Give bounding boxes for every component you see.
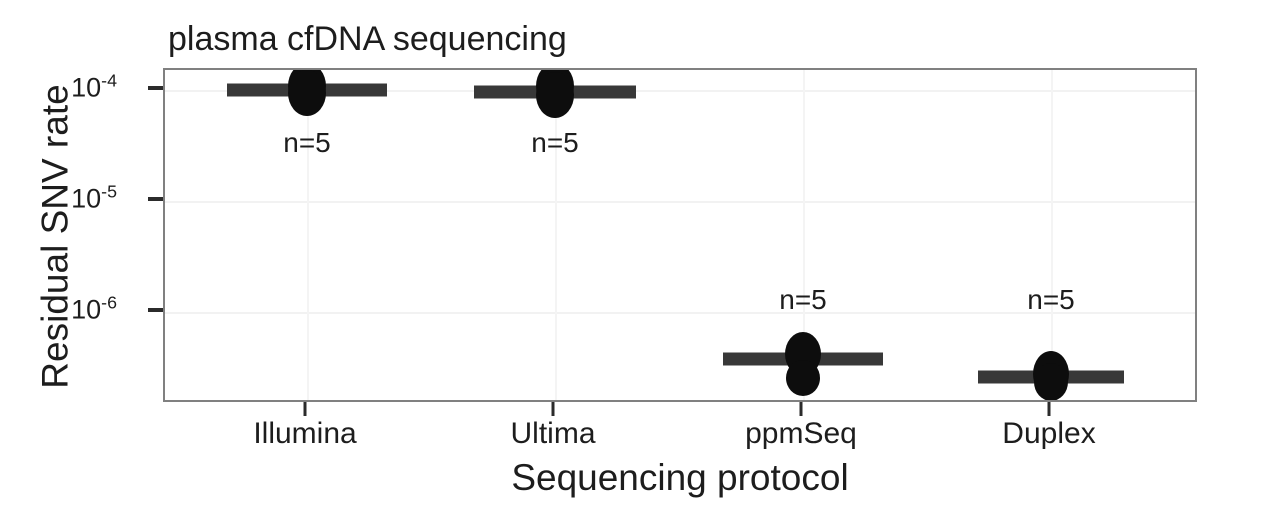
x-tick-label-duplex: Duplex bbox=[1002, 417, 1096, 450]
data-point-ultima bbox=[536, 72, 574, 118]
n-label-duplex: n=5 bbox=[1027, 284, 1075, 315]
y-tick-mark bbox=[148, 197, 164, 201]
gridline-vertical bbox=[555, 70, 557, 400]
n-label-illumina: n=5 bbox=[283, 127, 331, 158]
x-tick-mark bbox=[551, 402, 555, 416]
x-tick-label-illumina: Illumina bbox=[253, 417, 357, 450]
gridline-horizontal bbox=[165, 312, 1195, 314]
x-tick-mark bbox=[1047, 402, 1051, 416]
gridline-vertical bbox=[1051, 70, 1053, 400]
gridline-vertical bbox=[803, 70, 805, 400]
plot-panel: n=5 n=5 n=5 n=5 bbox=[163, 68, 1197, 402]
y-tick-label: 10-6 bbox=[71, 292, 117, 325]
x-tick-mark bbox=[799, 402, 803, 416]
y-tick-mark bbox=[148, 308, 164, 312]
x-axis-title: Sequencing protocol bbox=[511, 457, 849, 498]
y-axis-title: Residual SNV rate bbox=[34, 84, 76, 389]
gridline-vertical bbox=[307, 70, 309, 400]
n-label-ppmseq: n=5 bbox=[779, 284, 827, 315]
y-tick-label: 10-5 bbox=[71, 181, 117, 214]
gridline-horizontal bbox=[165, 201, 1195, 203]
gridline-horizontal bbox=[165, 90, 1195, 92]
n-label-ultima: n=5 bbox=[531, 127, 579, 158]
data-point-ppmseq bbox=[786, 360, 820, 396]
x-tick-label-ppmseq: ppmSeq bbox=[745, 417, 857, 450]
plot-title: plasma cfDNA sequencing bbox=[168, 20, 567, 58]
x-tick-label-ultima: Ultima bbox=[510, 417, 596, 450]
data-point-illumina bbox=[288, 70, 326, 116]
y-tick-mark bbox=[148, 86, 164, 90]
y-tick-label: 10-4 bbox=[71, 70, 117, 103]
x-tick-mark bbox=[303, 402, 307, 416]
data-point-duplex bbox=[1034, 363, 1068, 400]
